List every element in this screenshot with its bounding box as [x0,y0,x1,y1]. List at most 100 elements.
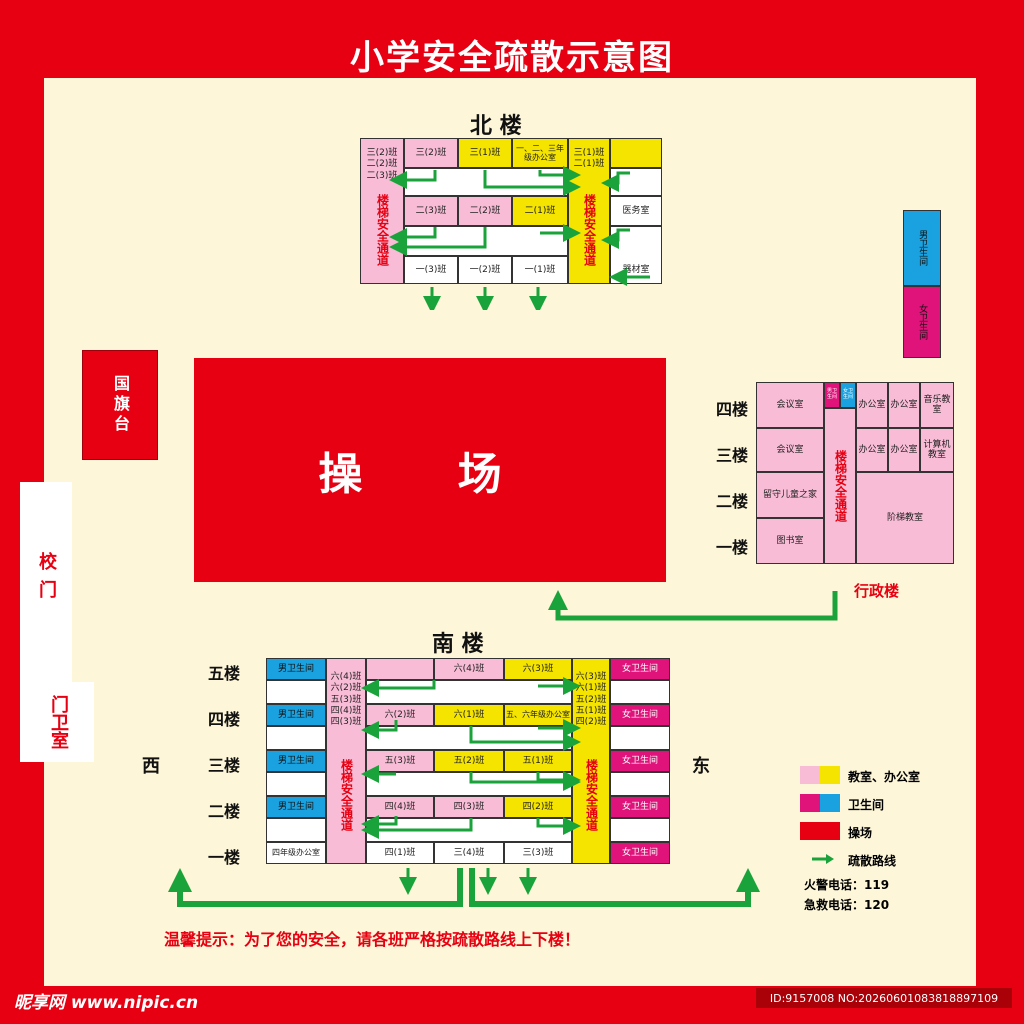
room-s-5-3: 五(3)班 [366,750,434,772]
north-building-label: 北 楼 [470,114,522,139]
legend-route-icon [812,854,834,864]
admin-office-4b: 办公室 [888,382,920,428]
south-corridor-5 [366,680,572,704]
legend-red-swatch [800,822,840,840]
legend-route: 疏散路线 [848,854,897,868]
north-route-arrows [389,166,650,310]
south-f-toilet-2: 女卫生间 [610,796,670,818]
admin-office-3b: 办公室 [888,428,920,472]
room-n-2-1: 二(1)班 [512,196,568,226]
room-n-2-3: 二(3)班 [404,196,458,226]
room-s-6-3: 六(3)班 [504,658,572,680]
south-grade4-office: 四年级办公室 [266,842,326,864]
south-left-gap-2 [266,818,326,842]
south-stairs-right: 楼梯安全通道 [584,759,599,831]
north-left-list: 三(2)班 二(2)班 二(3)班 [366,148,398,181]
room-n-1-3: 一(3)班 [404,256,458,284]
room-s-5-2: 五(2)班 [434,750,504,772]
north-right-list: 三(1)班 二(1)班 [573,148,605,170]
south-floor-4: 四楼 [208,710,241,729]
south-building-label: 南 楼 [432,632,484,657]
south-f-toilet-3: 女卫生间 [610,750,670,772]
legend-playground: 操场 [848,826,873,840]
room-n-1-2: 一(2)班 [458,256,512,284]
admin-floor-1: 一楼 [716,538,749,557]
watermark-left: 昵享网 www.nipic.cn [14,993,199,1013]
north-right-block [568,138,610,284]
room-clinic: 医务室 [610,196,662,226]
south-right-list: 六(3)班 六(1)班 五(2)班 五(1)班 四(2)班 [575,672,607,727]
guard-room-block [20,682,94,762]
admin-meeting-3: 会议室 [756,428,824,472]
room-s-4-1: 四(1)班 [366,842,434,864]
room-s-3-3: 三(3)班 [504,842,572,864]
legend-pink-swatch [800,766,820,784]
south-m-toilet-3: 男卫生间 [266,750,326,772]
south-floor-1: 一楼 [208,848,241,867]
south-f-toilet-1: 女卫生间 [610,842,670,864]
legend-blue-swatch [820,794,840,812]
south-right-gap-2 [610,818,670,842]
fire-phone: 火警电话：119 [804,878,890,892]
east-label: 东 [692,756,710,777]
admin-computer-room: 计算机教室 [920,428,954,472]
south-right-gap-3 [610,772,670,796]
west-label: 西 [142,756,160,777]
north-left-block [360,138,404,284]
room-n-office: 一、二、三年级办公室 [512,138,568,168]
room-s-4-3: 四(3)班 [434,796,504,818]
south-m-toilet-4: 男卫生间 [266,704,326,726]
room-s-6-4: 六(4)班 [434,658,504,680]
north-female-toilet: 女卫生间 [903,286,941,358]
room-s-office-56: 五、六年级办公室 [504,704,572,726]
admin-children-home: 留守儿童之家 [756,472,824,518]
south-building: 男卫生间 男卫生间 男卫生间 男卫生间 四年级办公室 六(4)班 六(2)班 五… [266,658,672,866]
room-n-1-1: 一(1)班 [512,256,568,284]
south-floor-2: 二楼 [208,802,241,821]
legend-classroom: 教室、办公室 [848,770,921,784]
admin-office-4a: 办公室 [856,382,888,428]
room-s-4-4: 四(4)班 [366,796,434,818]
south-f-toilet-4: 女卫生间 [610,704,670,726]
north-stairs-right: 楼梯安全通道 [582,194,597,266]
room-n-3-1: 三(1)班 [458,138,512,168]
legend-yellow-swatch [820,766,840,784]
room-s-5-0 [366,658,434,680]
safety-tip: 温馨提示：为了您的安全，请各班严格按疏散路线上下楼！ [164,930,581,949]
south-left-gap-4 [266,726,326,750]
admin-route-arrow [548,590,838,621]
room-s-6-2: 六(2)班 [366,704,434,726]
watermark-right: ID:9157008 NO:20260601083818897109 [756,988,1012,1008]
legend-toilet: 卫生间 [848,798,885,812]
legend: 教室、办公室 卫生间 操场 疏散路线 火警电话：119 急救电话：120 [800,766,970,916]
school-gate-block [20,482,72,682]
south-left-list: 六(4)班 六(2)班 五(3)班 四(4)班 四(3)班 [330,672,362,727]
south-left-stair-block [326,658,366,864]
north-male-toilet: 男卫生间 [903,210,941,286]
room-s-5-1: 五(1)班 [504,750,572,772]
south-floor-3: 三楼 [208,756,241,775]
south-left-gap-3 [266,772,326,796]
room-s-6-1: 六(1)班 [434,704,504,726]
guard-room: 门卫室 [48,695,69,749]
admin-floor-3: 三楼 [716,446,749,465]
room-n-right-top [610,138,662,168]
south-stairs-left: 楼梯安全通道 [339,759,354,831]
ground-route-arrows [168,868,760,907]
south-m-toilet-2: 男卫生间 [266,796,326,818]
admin-building: 会议室 会议室 留守儿童之家 图书室 男卫生间 女卫生间 楼梯安全通道 办公室 … [756,382,956,566]
south-right-gap-4 [610,726,670,750]
ambulance-phone: 急救电话：120 [804,898,890,912]
south-route-arrows [361,677,581,895]
south-right-gap-5 [610,680,670,704]
south-floor-5: 五楼 [208,664,241,683]
school-gate: 校门 [36,552,57,608]
south-m-toilet-5: 男卫生间 [266,658,326,680]
legend-magenta-swatch [800,794,820,812]
admin-lecture-hall: 阶梯教室 [856,472,954,564]
north-building: 三(2)班 二(2)班 二(3)班 楼梯安全通道 三(2)班 三(1)班 一、二… [360,138,665,288]
admin-floor-2: 二楼 [716,492,749,511]
admin-building-label: 行政楼 [854,582,900,600]
room-n-3-2: 三(2)班 [404,138,458,168]
